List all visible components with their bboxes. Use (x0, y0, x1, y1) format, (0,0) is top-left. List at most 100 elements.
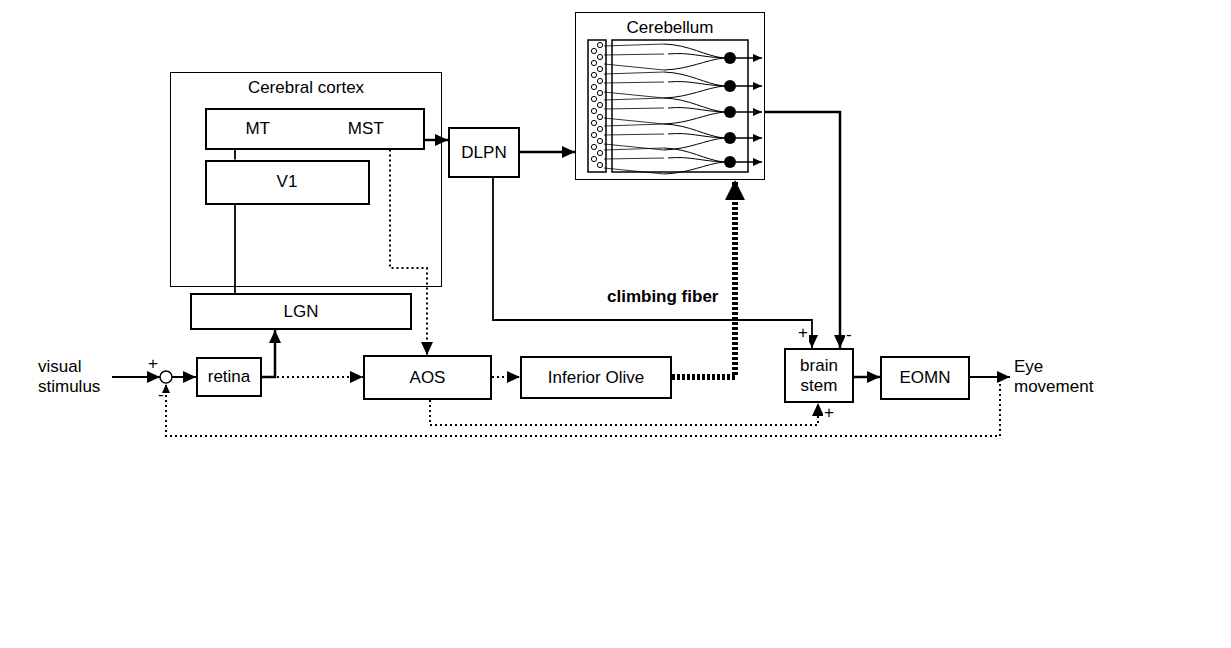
purkinje-dendrite (664, 86, 724, 98)
node-label: DLPN (461, 143, 506, 163)
purkinje-dendrite (668, 158, 724, 162)
connector (262, 376, 363, 378)
node-label: MT (245, 119, 270, 139)
purkinje-dendrite (668, 108, 724, 112)
connector (430, 400, 818, 425)
connector (493, 178, 812, 348)
parallel-fiber (604, 168, 664, 174)
purkinje-cell (724, 156, 736, 168)
granule-cell (597, 126, 602, 131)
granule-cell (597, 138, 602, 143)
connector (234, 150, 236, 160)
node-label: Cerebral cortex (248, 78, 364, 98)
parallel-fiber (604, 44, 664, 46)
edge-label: + (823, 404, 835, 422)
feedback-line (166, 379, 1000, 436)
text-label: + (148, 354, 162, 374)
purkinje-layer (612, 40, 748, 172)
purkinje-dendrite (664, 98, 724, 112)
granule-cell (591, 48, 596, 53)
climbing-fiber-arrow (672, 180, 735, 377)
text-label: - (158, 385, 172, 405)
purkinje-dendrite (664, 58, 724, 70)
purkinje-dendrite (664, 112, 724, 124)
granule-cell (597, 102, 602, 107)
granule-cell (597, 162, 602, 167)
connector (492, 376, 520, 378)
purkinje-output (736, 137, 762, 139)
region-box: Cerebellum (575, 12, 765, 180)
granule-cell (597, 90, 602, 95)
purkinje-cell (724, 80, 736, 92)
granule-cell (591, 144, 596, 149)
purkinje-output (736, 85, 762, 87)
granule-cell (597, 150, 602, 155)
purkinje-dendrite (664, 124, 724, 138)
node-label: LGN (284, 302, 319, 322)
connector (520, 151, 575, 154)
purkinje-dendrite (668, 54, 724, 58)
cerebellar-circuit (591, 42, 762, 174)
edge-label: - (845, 326, 853, 344)
parallel-fiber (604, 158, 664, 159)
connector (765, 112, 840, 348)
connector (390, 150, 427, 356)
granule-layer (588, 40, 606, 172)
purkinje-dendrite (664, 138, 724, 150)
granule-cell (591, 84, 596, 89)
granule-cell (597, 78, 602, 83)
granule-cell (591, 156, 596, 161)
process-box: Inferior Olive (520, 356, 672, 399)
granule-cell (591, 72, 596, 77)
purkinje-cell (724, 52, 736, 64)
granule-cell (591, 60, 596, 65)
connector (262, 330, 275, 377)
purkinje-dendrite (668, 82, 724, 86)
node-label: retina (208, 367, 251, 387)
granule-cell (597, 54, 602, 59)
input-arrow (112, 376, 160, 378)
edge-label: climbing fiber (606, 288, 719, 306)
edge-label: + (797, 324, 809, 342)
process-box: EOMN (880, 356, 970, 400)
connector (854, 376, 880, 379)
purkinje-dendrite (664, 44, 724, 58)
process-box: brain stem (784, 348, 854, 403)
parallel-fiber (604, 64, 664, 70)
region-box: Cerebral cortexMT MST V1 (170, 72, 442, 287)
process-box: LGN (190, 293, 412, 330)
parallel-fiber (604, 98, 664, 100)
process-box: DLPN (448, 127, 520, 178)
granule-cell (591, 96, 596, 101)
purkinje-dendrite (664, 148, 724, 162)
connector (234, 205, 236, 294)
node-label: brain stem (786, 356, 852, 396)
text-label: Eye movement (1014, 357, 1114, 397)
parallel-fiber (604, 124, 664, 126)
node-label: AOS (410, 368, 446, 388)
parallel-fiber (604, 108, 664, 109)
node-label: Inferior Olive (548, 368, 644, 388)
process-box: MT MST (205, 108, 425, 150)
process-box: V1 (205, 160, 370, 205)
purkinje-output (736, 161, 762, 163)
parallel-fiber (604, 118, 664, 124)
purkinje-cell (724, 106, 736, 118)
granule-cell (597, 42, 602, 47)
parallel-fiber (604, 148, 664, 150)
process-box: retina (196, 357, 262, 397)
purkinje-dendrite (664, 72, 724, 86)
node-label: Cerebellum (627, 18, 714, 38)
parallel-fiber (604, 72, 664, 74)
granule-cell (597, 66, 602, 71)
purkinje-dendrite (664, 162, 724, 174)
parallel-fiber (604, 82, 664, 83)
granule-cell (591, 108, 596, 113)
granule-cell (597, 114, 602, 119)
node-sublabel: MST (348, 119, 384, 139)
text-label: visual stimulus (38, 357, 118, 397)
granule-cell (591, 132, 596, 137)
